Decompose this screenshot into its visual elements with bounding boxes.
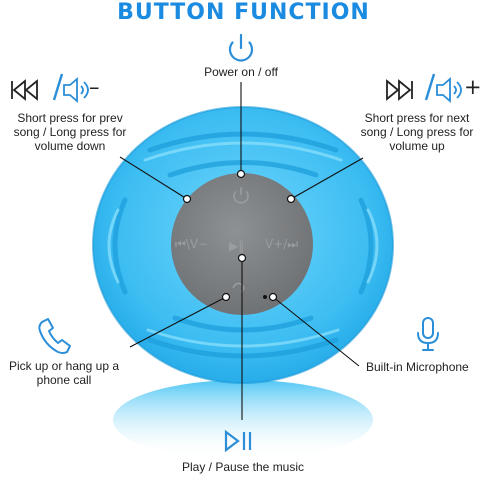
panel-right-mark: V+/⏭ — [265, 237, 298, 251]
play-label: Play / Pause the music — [181, 460, 305, 474]
next-label-line-2: song / Long press for — [360, 125, 474, 139]
call-label-line-1: Pick up or hang up a — [8, 359, 120, 373]
play-pause-icon — [224, 429, 252, 453]
prev-label-line-2: song / Long press for — [13, 125, 127, 139]
panel-power-mark — [233, 187, 249, 204]
prev-label-line-1: Short press for prev — [17, 111, 123, 125]
next-label-line-3: volume up — [389, 139, 445, 153]
volume-up-icon — [436, 77, 462, 103]
speaker-glow — [113, 380, 373, 460]
volume-up-symbol: + — [464, 75, 482, 99]
prev-label: Short press for prev song / Long press f… — [0, 111, 140, 153]
prev-label-line-3: volume down — [34, 139, 106, 153]
volume-down-symbol: – — [89, 75, 100, 99]
volume-down-icon — [63, 77, 89, 103]
power-label: Power on / off — [204, 65, 278, 79]
speaker-rim — [92, 106, 394, 384]
page-title: BUTTON FUNCTION — [117, 0, 370, 25]
phone-icon — [38, 318, 71, 354]
speaker-highlights — [107, 141, 379, 348]
next-label-line-1: Short press for next — [364, 111, 470, 125]
prev-track-icon — [11, 79, 38, 101]
next-divider — [424, 73, 436, 101]
next-label: Short press for next song / Long press f… — [347, 111, 487, 153]
call-label-line-2: phone call — [36, 373, 92, 387]
panel-center-mark: ▶‖ — [229, 239, 244, 253]
next-track-icon — [386, 79, 413, 101]
microphone-icon — [417, 317, 439, 351]
call-label: Pick up or hang up a phone call — [0, 359, 128, 387]
control-panel — [171, 173, 313, 315]
mic-label: Built-in Microphone — [366, 360, 469, 374]
leader-dots — [182, 169, 296, 302]
panel-phone-mark — [232, 282, 245, 293]
prev-divider — [52, 73, 64, 101]
power-icon — [228, 33, 254, 62]
panel-left-mark: ⏮\V− — [175, 237, 208, 251]
leader-lines — [119, 82, 364, 420]
speaker-ridges — [112, 131, 374, 359]
mic-hole — [263, 295, 267, 299]
